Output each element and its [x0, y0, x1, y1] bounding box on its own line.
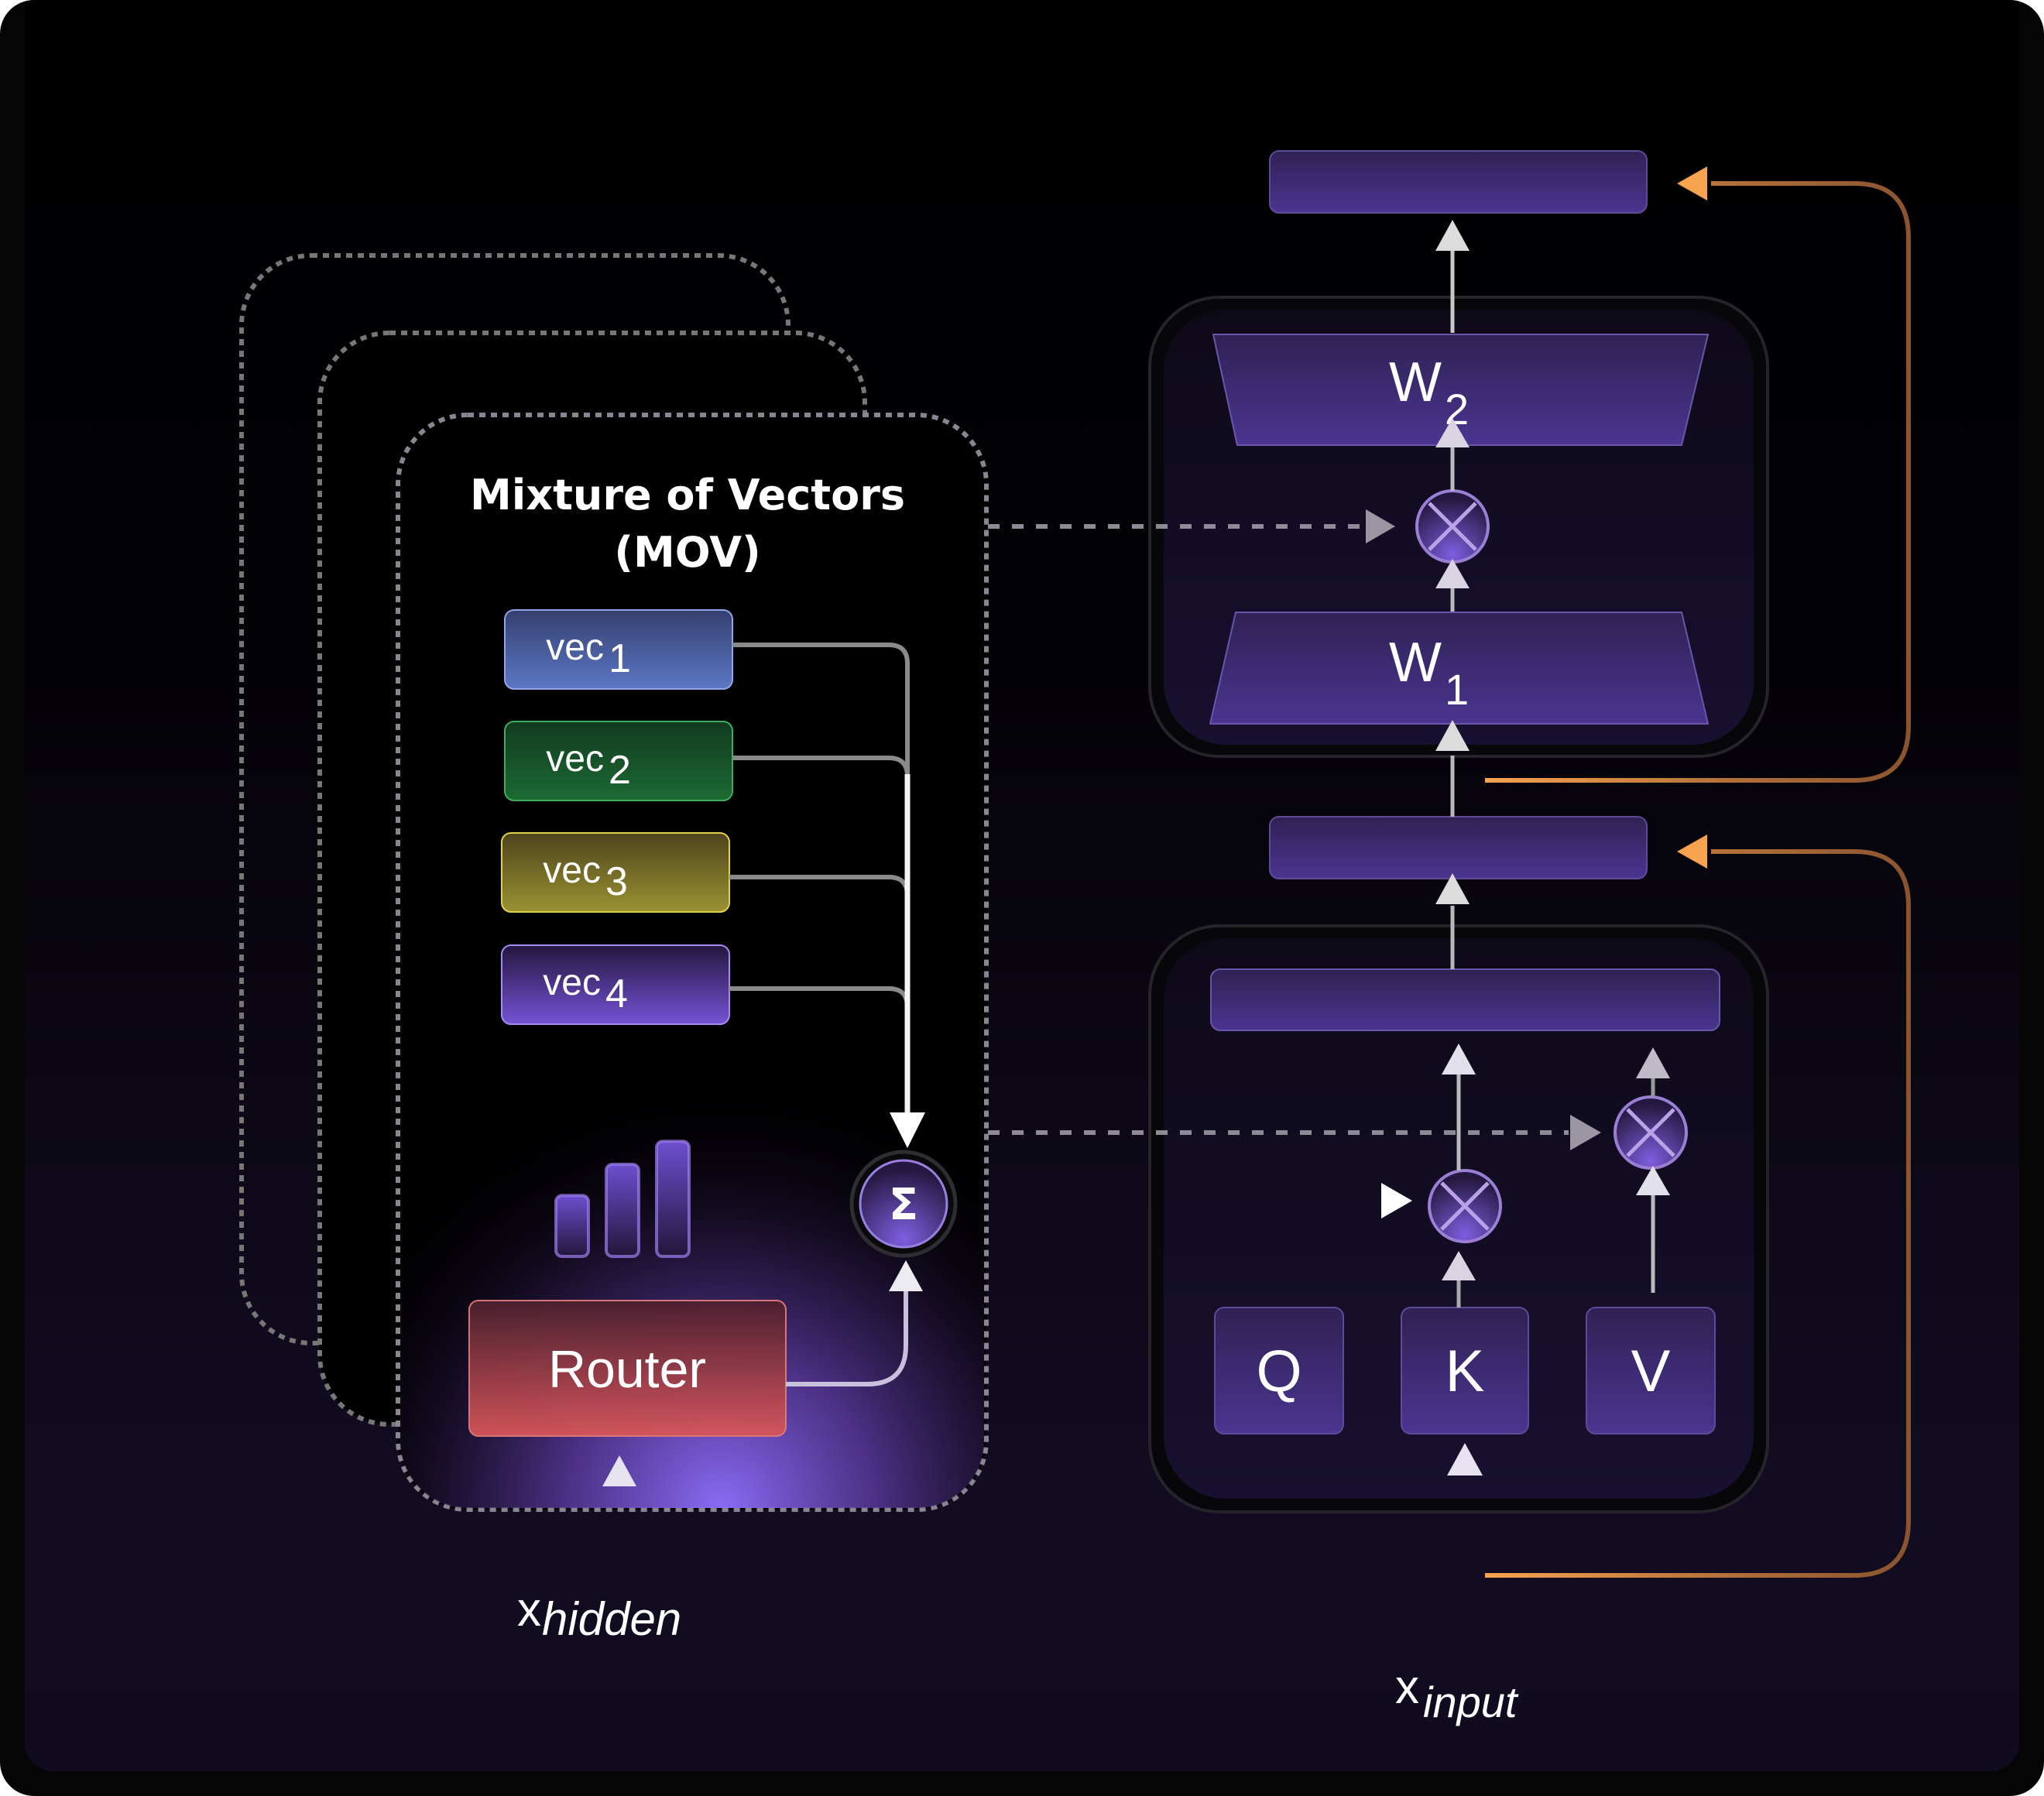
arrow-vmult-to-bar [1636, 1047, 1670, 1078]
mov-title-line2: (MOV) [614, 528, 760, 577]
router-to-sum-connector [786, 1285, 908, 1386]
w2-label: W [1389, 351, 1442, 413]
vector-3-subscript: 3 [605, 859, 628, 904]
attention-output-bar [1210, 968, 1720, 1031]
vector-2: vec 2 [504, 721, 733, 801]
arrow-k-to-mult [1442, 1251, 1476, 1280]
arrow-input-to-k [1447, 1443, 1483, 1476]
arrow-attn-to-mid [1435, 873, 1470, 904]
residual-ffn-path [1485, 181, 1911, 783]
router-weight-bar [655, 1140, 691, 1258]
router-weight-bars [554, 1140, 691, 1258]
arrow-router-to-sum [889, 1260, 923, 1291]
sum-node: Σ [849, 1150, 958, 1258]
vector-1-label: vec [546, 627, 604, 668]
vector-4: vec 4 [501, 944, 730, 1025]
router-weight-bar [554, 1194, 590, 1258]
sum-symbol: Σ [889, 1180, 918, 1230]
vector-3: vec 3 [501, 832, 730, 913]
arrow-mult-to-w2 [1435, 418, 1470, 447]
input-label: x [1395, 1661, 1419, 1714]
w2-layer: W 2 [1212, 334, 1709, 446]
key-label: K [1446, 1338, 1485, 1404]
mov-title-line1: Mixture of Vectors [470, 471, 905, 519]
arrow-v-to-mult [1636, 1166, 1670, 1195]
router-weight-bar [605, 1163, 640, 1258]
vector-connectors [729, 643, 911, 1138]
arrow-hidden-to-router [602, 1455, 636, 1486]
w1-label: W [1389, 632, 1442, 694]
input-subscript: input [1423, 1678, 1519, 1726]
output-box-middle [1269, 816, 1648, 879]
router-box: Router [468, 1300, 787, 1437]
arrow-mov-to-value-mult [1570, 1115, 1601, 1150]
arrow-ffn-to-output [1435, 220, 1470, 251]
w1-layer: W 1 [1209, 612, 1709, 725]
residual-attention-path [1485, 849, 1911, 1578]
arrow-residual-to-mid [1677, 835, 1707, 869]
arrow-sum-to-key-mult [1381, 1183, 1412, 1218]
arrow-residual-to-top [1677, 166, 1707, 201]
arrow-into-sum [890, 1112, 925, 1148]
value-label: V [1631, 1338, 1671, 1404]
arrow-mid-to-w1 [1435, 720, 1470, 751]
arrow-w1-to-mult [1435, 559, 1470, 588]
query-box: Q [1214, 1307, 1344, 1434]
hidden-input-subscript: hidden [542, 1593, 681, 1645]
arrow-mov-to-ffn [1366, 509, 1395, 543]
arrow-kmult-to-bar [1442, 1044, 1476, 1075]
ffn-multiply-node [1415, 489, 1490, 564]
router-label: Router [548, 1340, 706, 1399]
hidden-input-label: x [517, 1583, 541, 1637]
value-multiply-node [1614, 1095, 1688, 1170]
vector-1-subscript: 1 [609, 636, 631, 681]
vector-2-subscript: 2 [609, 748, 631, 793]
vector-1: vec 1 [504, 609, 733, 690]
vector-3-label: vec [543, 850, 601, 891]
value-box: V [1586, 1307, 1716, 1434]
key-box: K [1401, 1307, 1529, 1434]
key-multiply-node [1428, 1169, 1502, 1243]
query-label: Q [1256, 1338, 1302, 1404]
vector-2-label: vec [546, 739, 604, 780]
w1-subscript: 1 [1445, 665, 1469, 714]
vector-4-label: vec [543, 962, 601, 1003]
vector-4-subscript: 4 [605, 972, 628, 1016]
output-box-top [1269, 150, 1648, 214]
